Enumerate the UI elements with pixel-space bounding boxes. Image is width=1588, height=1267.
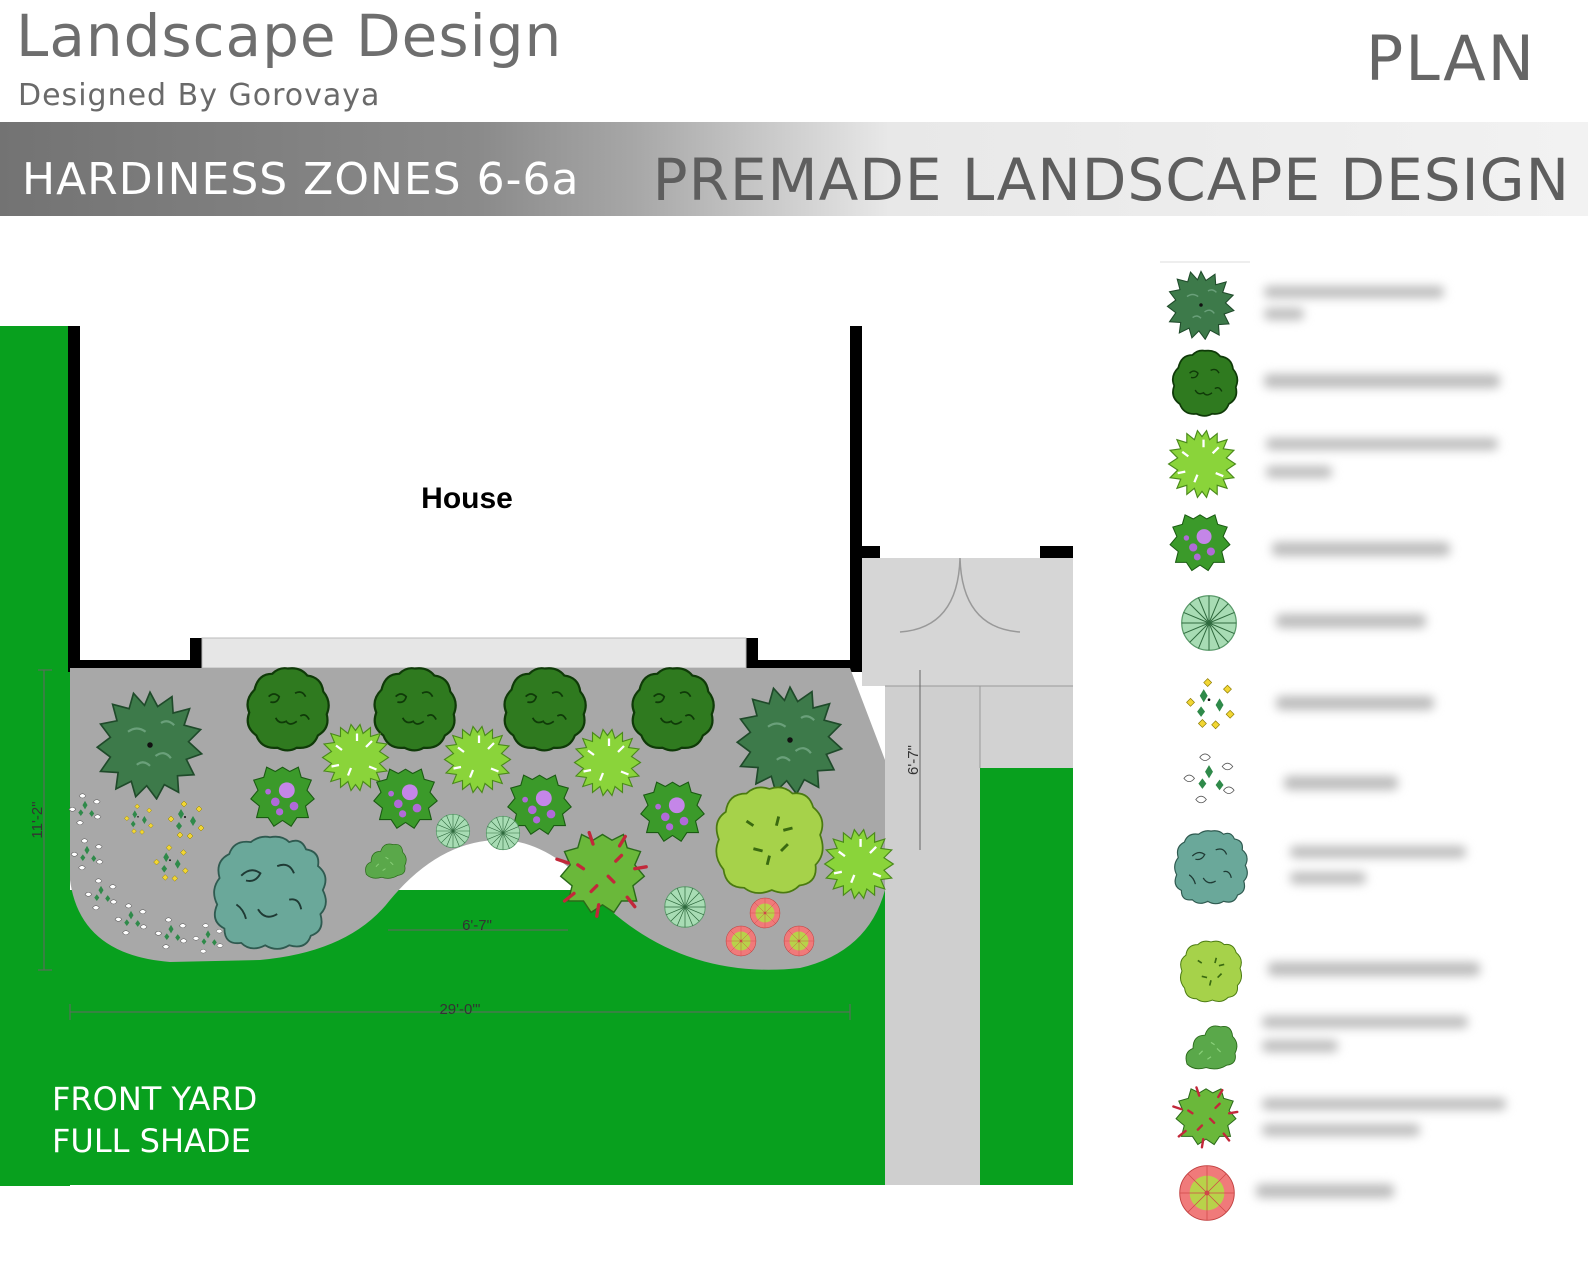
entry-step-right — [1040, 546, 1073, 558]
house — [76, 326, 856, 666]
banner — [0, 122, 1588, 216]
porch — [201, 637, 747, 669]
purple-flower-shrub-icon — [1169, 514, 1231, 572]
entry-door-swing — [899, 557, 1021, 633]
entry-step-left — [862, 546, 880, 558]
pink-round-plant-icon — [783, 925, 815, 957]
spiky-shrub-icon — [321, 723, 390, 792]
fan-plant-icon — [485, 815, 521, 851]
low-shrub-icon — [1185, 1025, 1238, 1070]
walkway — [885, 686, 980, 1185]
walkway-pad — [980, 686, 1073, 768]
red-leaf-shrub-icon — [1172, 1086, 1239, 1149]
yard-label-line2: FULL SHADE — [52, 1122, 251, 1160]
entry-landing — [862, 558, 1073, 686]
porch-post-left — [190, 638, 202, 668]
dark-shrub-icon — [503, 667, 587, 752]
plant-legend — [1160, 261, 1506, 1221]
landscape-plan: House 11'-2" 29'-0"' 6'-7" 6'-7" FRONT Y… — [0, 261, 1506, 1221]
yellow-green-shrub-icon — [1179, 940, 1243, 1003]
blue-green-shrub-icon — [213, 835, 327, 950]
width-dimension: 29'-0"' — [439, 1001, 480, 1018]
page-title: Landscape Design — [16, 2, 563, 70]
dimension-lines — [38, 669, 921, 1020]
lawn-front — [0, 890, 885, 1185]
pink-round-plant-icon — [1179, 1165, 1235, 1221]
pink-round-plant-icon — [725, 925, 757, 957]
spiky-shrub-icon — [573, 728, 642, 797]
dark-shrub-icon — [631, 667, 715, 752]
white-flower-icon — [1183, 753, 1235, 804]
spiky-shrub-icon — [443, 725, 512, 794]
large-evergreen-icon — [1166, 270, 1235, 340]
dark-shrub-icon — [246, 667, 330, 752]
depth-dimension: 11'-2" — [29, 801, 46, 838]
fan-plant-icon — [664, 886, 706, 928]
spiky-shrub-icon — [823, 828, 895, 900]
lawn-right — [980, 768, 1073, 1185]
curve-dimension: 6'-7" — [462, 917, 492, 934]
porch-post-right — [746, 638, 758, 668]
pink-round-plant-icon — [749, 897, 781, 929]
yard-label-line1: FRONT YARD — [52, 1080, 257, 1118]
spiky-shrub-icon — [1167, 429, 1237, 499]
sheet-label: PLAN — [1365, 22, 1536, 95]
banner-headline: PREMADE LANDSCAPE DESIGN — [652, 146, 1570, 214]
dark-shrub-icon — [1171, 349, 1239, 417]
blue-green-shrub-icon — [1174, 830, 1248, 905]
house-wall — [68, 326, 862, 672]
yellow-flower-icon — [1186, 678, 1235, 730]
walk-dimension: 6'-7" — [905, 745, 922, 775]
hardiness-zones: HARDINESS ZONES 6-6a — [22, 154, 580, 205]
house-label: House — [421, 482, 513, 515]
dark-shrub-icon — [373, 667, 457, 752]
designer-credit: Designed By Gorovaya — [18, 78, 381, 113]
fan-plant-icon — [435, 813, 471, 849]
yellow-green-shrub-icon — [714, 785, 825, 895]
fan-plant-icon — [1181, 595, 1237, 651]
